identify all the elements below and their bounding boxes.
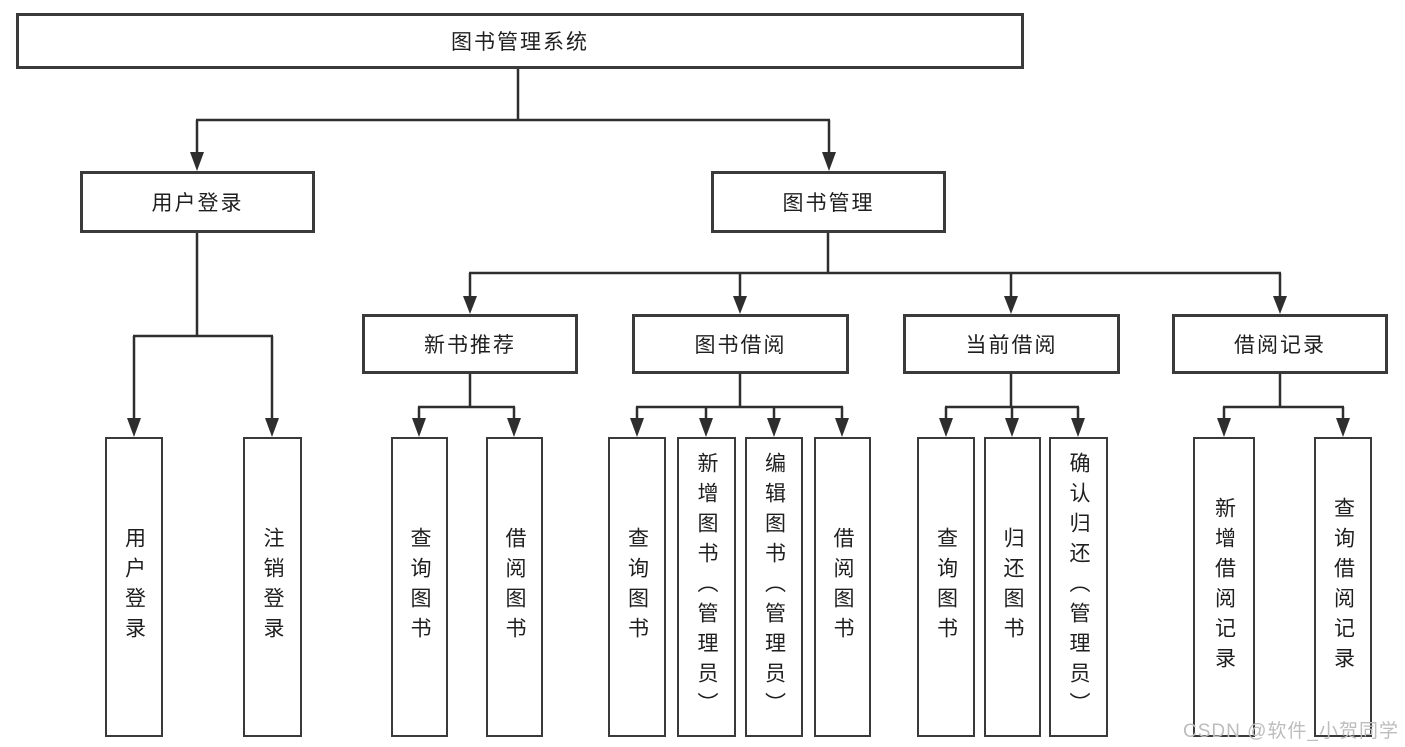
connector-current-borrow	[944, 374, 1080, 419]
node-current-borrow: 当前借阅	[903, 314, 1120, 374]
node-borrow-records: 借阅记录	[1172, 314, 1388, 374]
connector-root	[195, 69, 831, 153]
node-leaf-query-books-3: 查询图书	[917, 437, 975, 737]
node-leaf-borrow-books-2: 借阅图书	[814, 437, 871, 737]
node-leaf-user-login: 用户登录	[105, 437, 163, 737]
node-leaf-confirm-return-admin: 确认归还（管理员）	[1049, 437, 1108, 737]
connector-borrow-records	[1222, 374, 1345, 419]
node-leaf-borrow-books-1: 借阅图书	[486, 437, 543, 737]
node-leaf-query-books-2: 查询图书	[608, 437, 666, 737]
node-library-management-system: 图书管理系统	[16, 13, 1024, 69]
node-leaf-return-books: 归还图书	[984, 437, 1041, 737]
connector-user-login	[132, 233, 274, 419]
node-book-management-branch: 图书管理	[711, 171, 946, 233]
node-book-borrow: 图书借阅	[632, 314, 849, 374]
node-leaf-logout: 注销登录	[243, 437, 302, 737]
node-leaf-edit-books-admin: 编辑图书（管理员）	[745, 437, 803, 737]
node-leaf-add-books-admin: 新增图书（管理员）	[677, 437, 736, 737]
csdn-watermark: CSDN @软件_小贺同学	[1183, 721, 1399, 742]
node-leaf-query-borrow-record: 查询借阅记录	[1314, 437, 1372, 737]
arrowheads	[127, 152, 1350, 437]
connector-book-management	[468, 233, 1282, 297]
node-new-book-recommend: 新书推荐	[362, 314, 578, 374]
connector-new-book-recommend	[417, 374, 516, 419]
node-leaf-query-books-1: 查询图书	[391, 437, 448, 737]
node-user-login-branch: 用户登录	[80, 171, 315, 233]
node-leaf-add-borrow-record: 新增借阅记录	[1193, 437, 1255, 737]
connector-book-borrow	[635, 374, 844, 419]
